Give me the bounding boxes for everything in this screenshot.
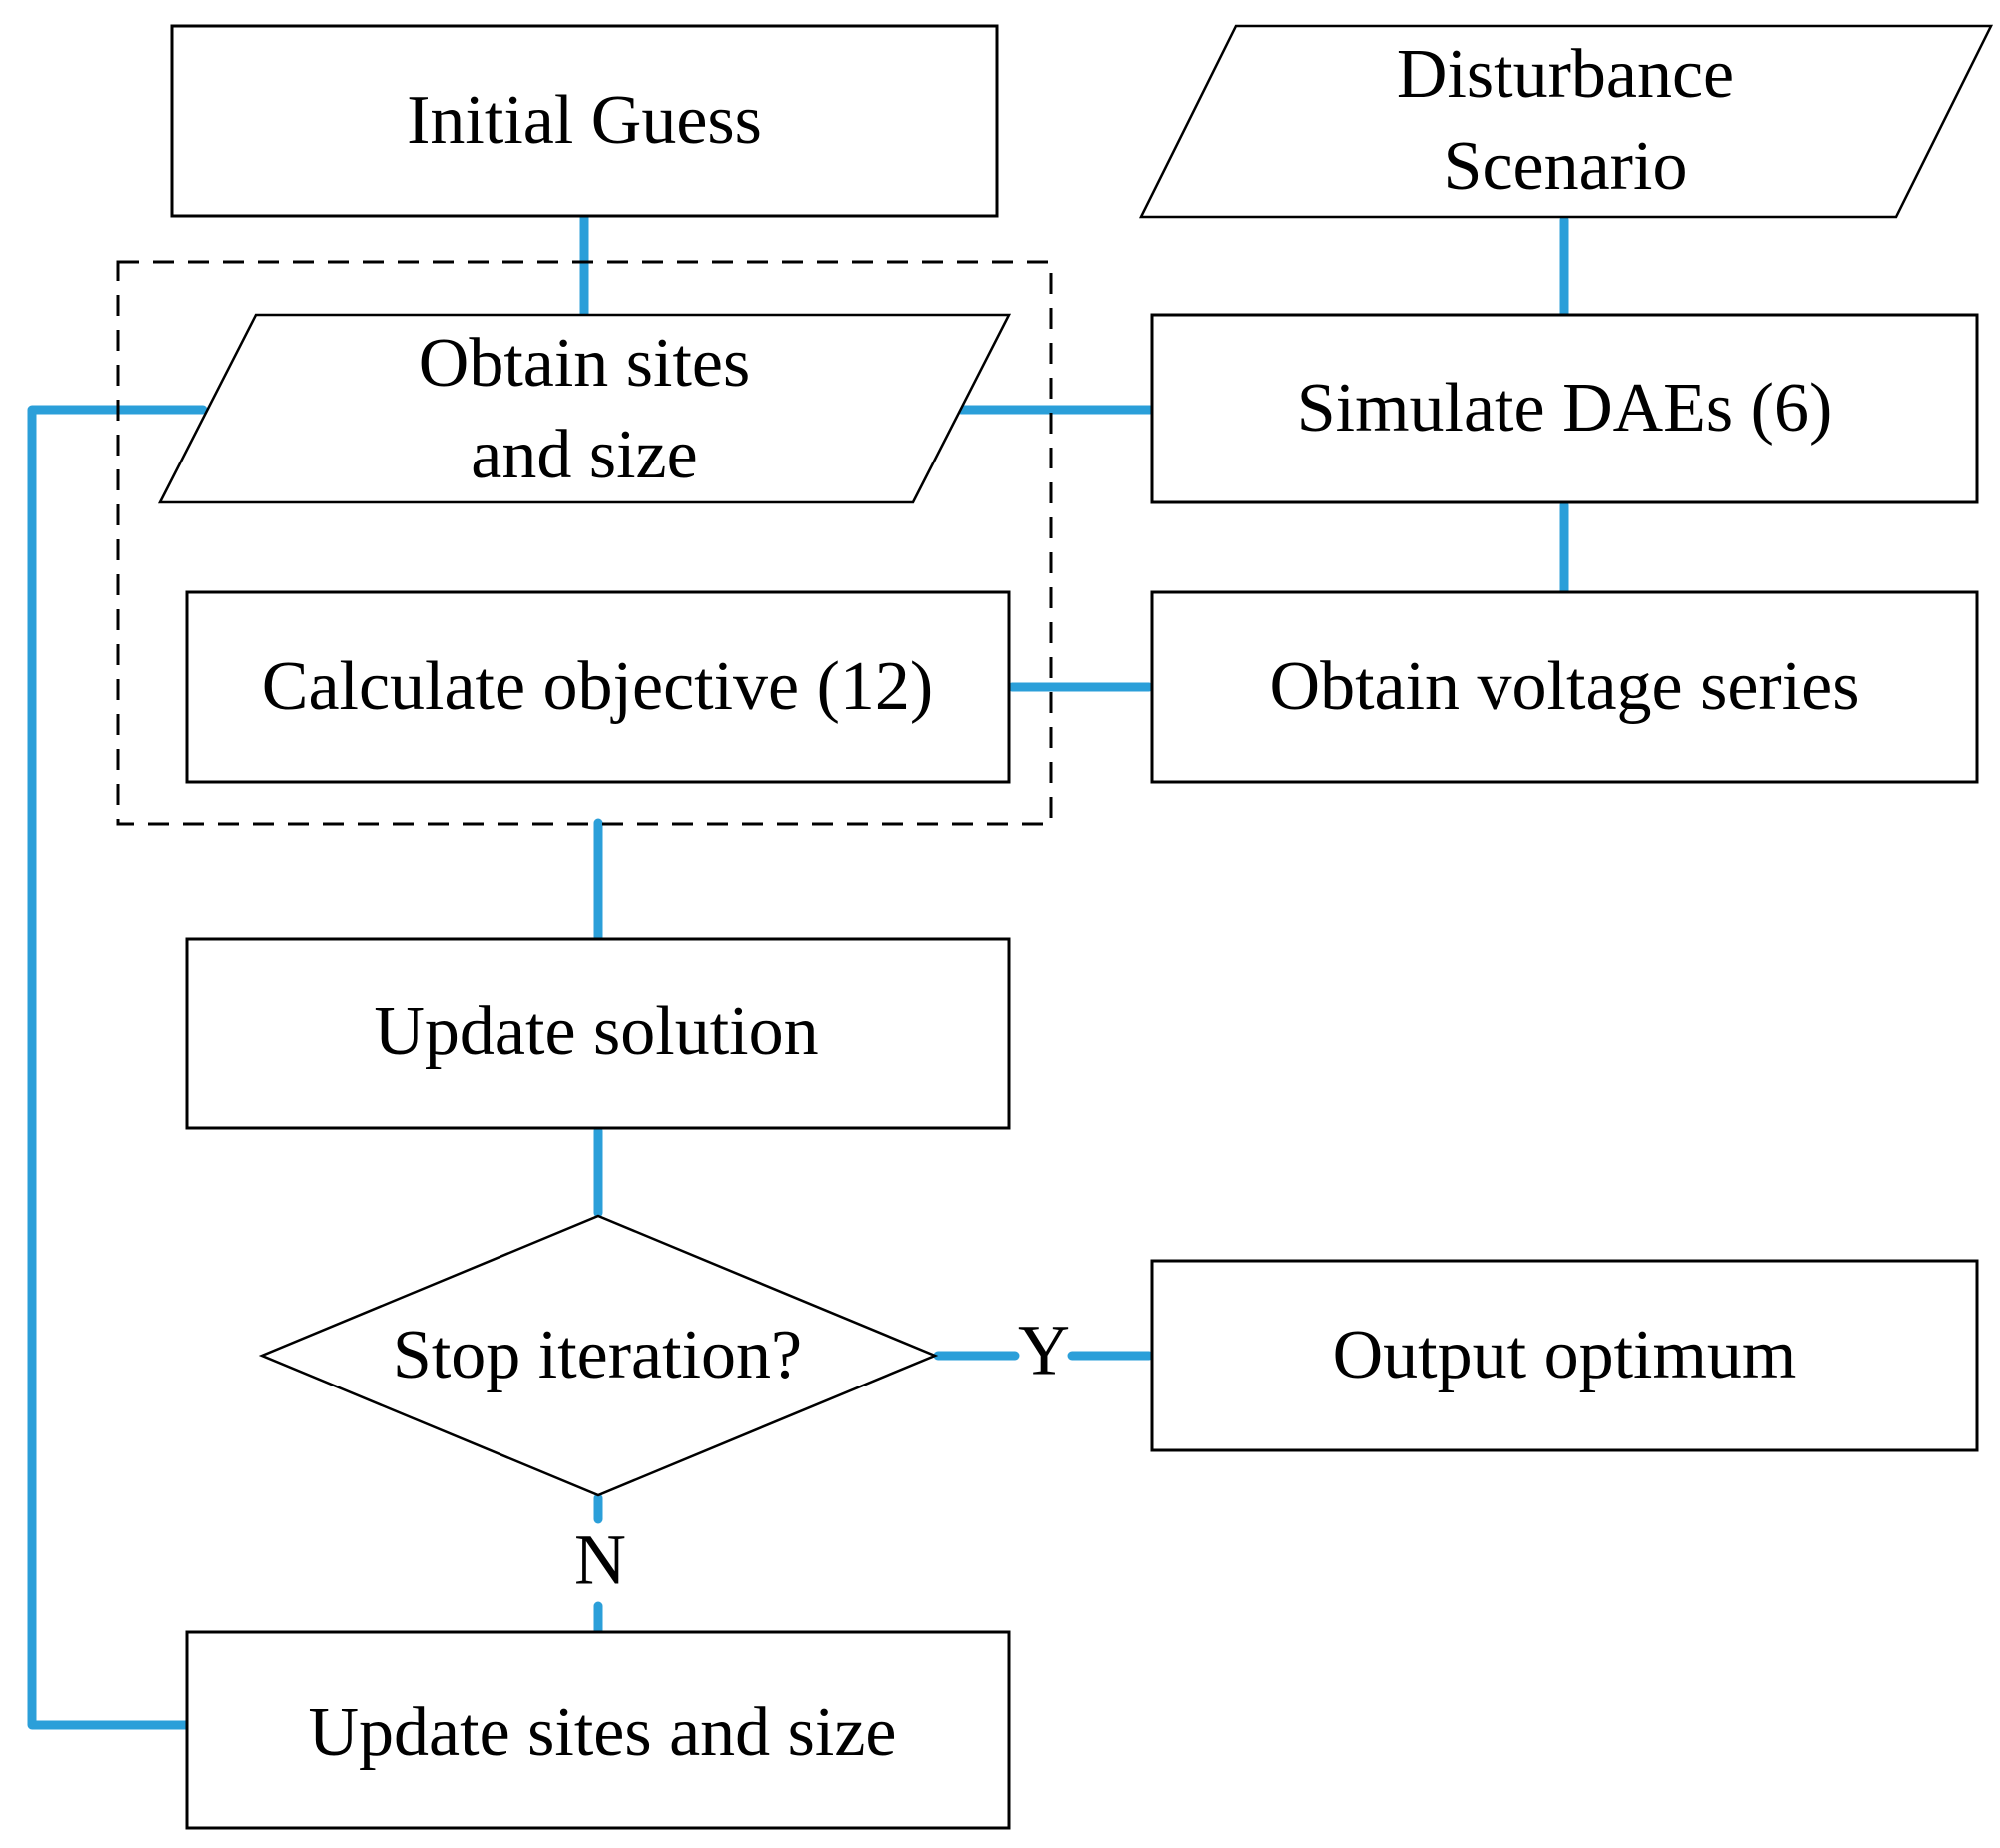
connector-updatesites-loopback bbox=[27, 405, 208, 1730]
update-solution-box bbox=[185, 937, 1011, 1130]
node-label-line: Scenario bbox=[1443, 128, 1688, 205]
obtain-voltage-box bbox=[1150, 590, 1979, 784]
calculate-objective-box bbox=[185, 590, 1011, 784]
node-label-simulate-daes: Simulate DAEs (6) bbox=[1296, 370, 1833, 447]
node-label-line: Disturbance bbox=[1396, 36, 1735, 113]
edge-label-yes: Y bbox=[1018, 1310, 1070, 1390]
node-label-line: Obtain sites bbox=[418, 325, 751, 402]
disturbance-scenario-parallelogram bbox=[1138, 24, 1994, 219]
node-label-line: and size bbox=[471, 417, 698, 493]
node-label-obtain-sites: Obtain sites and size bbox=[419, 318, 750, 501]
node-label-update-solution: Update solution bbox=[374, 993, 819, 1070]
node-label-stop-iteration: Stop iteration? bbox=[392, 1317, 803, 1393]
edge-label-no: N bbox=[574, 1519, 626, 1600]
node-label-disturbance-scenario: Disturbance Scenario bbox=[1397, 29, 1734, 213]
node-label-obtain-voltage: Obtain voltage series bbox=[1269, 648, 1860, 725]
obtain-sites-parallelogram bbox=[157, 313, 1012, 504]
node-label-output-optimum: Output optimum bbox=[1332, 1317, 1797, 1393]
simulate-daes-box bbox=[1150, 313, 1979, 504]
node-label-initial-guess: Initial Guess bbox=[407, 82, 762, 159]
update-sites-box bbox=[185, 1630, 1011, 1830]
output-optimum-box bbox=[1150, 1259, 1979, 1452]
node-label-update-sites: Update sites and size bbox=[308, 1694, 897, 1771]
initial-guess-box bbox=[170, 24, 999, 218]
stop-iteration-diamond bbox=[258, 1214, 939, 1497]
dashed-group-box bbox=[116, 260, 1053, 826]
node-label-calculate-objective: Calculate objective (12) bbox=[261, 648, 934, 725]
